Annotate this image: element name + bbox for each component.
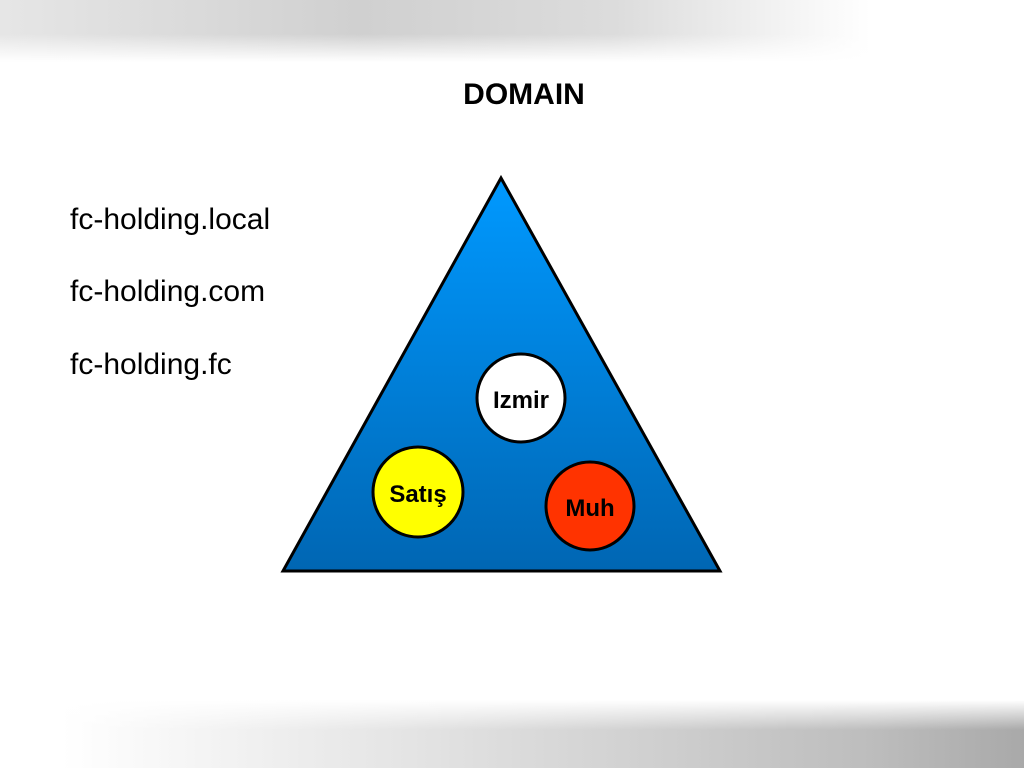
node-muh-label: Muh: [565, 495, 614, 522]
node-satis-label: Satış: [389, 481, 446, 508]
node-izmir: Izmir: [475, 352, 567, 444]
node-izmir-circle: [475, 352, 567, 444]
node-izmir-label: Izmir: [493, 387, 549, 414]
page-title: DOMAIN: [463, 78, 585, 111]
node-satis: Satış: [371, 445, 465, 539]
node-muh-circle: [544, 460, 636, 552]
node-muh: Muh: [544, 460, 636, 552]
node-satis-circle: [371, 445, 465, 539]
domain-item-local: fc-holding.local: [70, 203, 271, 236]
domain-item-fc: fc-holding.fc: [70, 348, 232, 381]
domain-item-com: fc-holding.com: [70, 275, 266, 308]
header-band: [0, 0, 1024, 62]
footer-band: [0, 700, 1024, 768]
